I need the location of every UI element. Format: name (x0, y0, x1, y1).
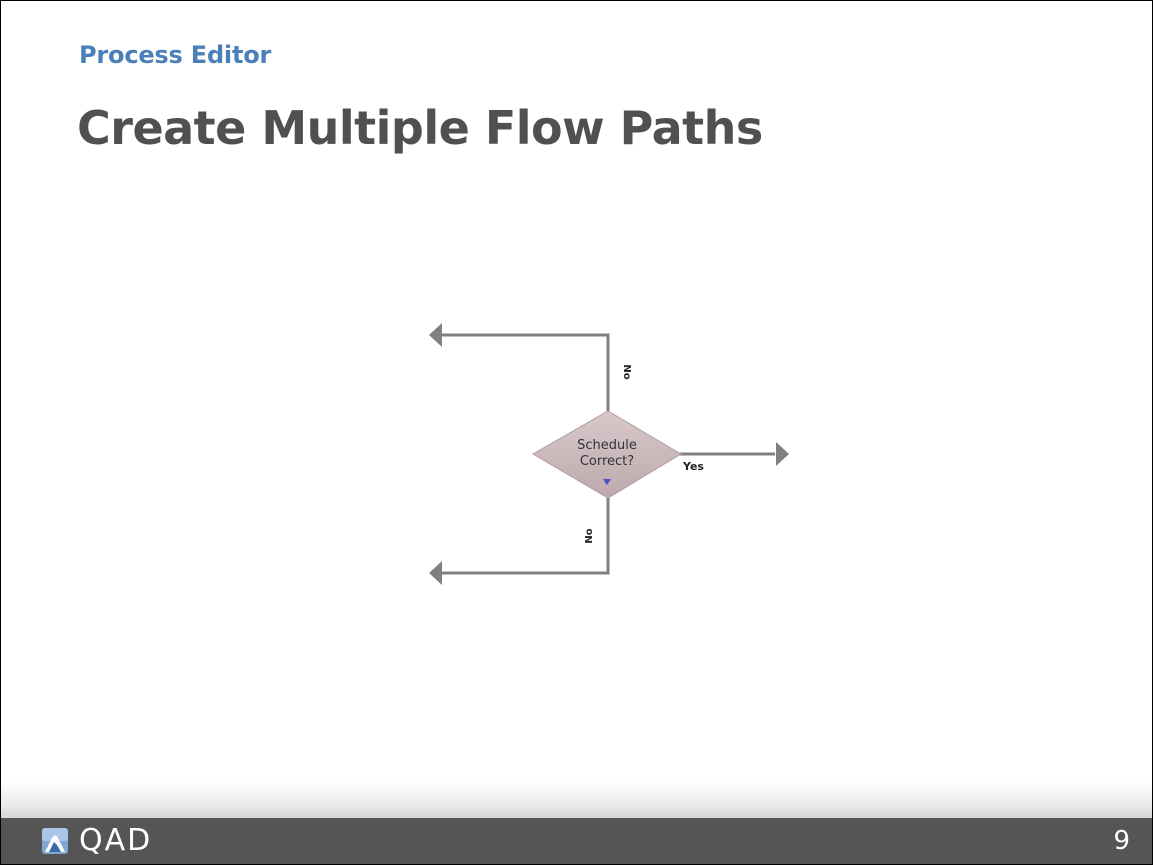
section-label: Process Editor (79, 41, 272, 69)
decision-label-line1: Schedule (577, 438, 637, 453)
top-branch-arrowhead (429, 323, 442, 347)
bottom-branch-label: No (584, 528, 595, 543)
decision-diamond[interactable] (532, 410, 682, 499)
footer-shadow (1, 781, 1152, 818)
bottom-branch-arrowhead (429, 561, 442, 585)
right-branch-arrowhead (776, 442, 789, 466)
top-branch-connector[interactable] (441, 333, 610, 411)
right-branch-label: Yes (682, 460, 704, 473)
qad-logo-icon (42, 828, 68, 854)
decision-dropdown-marker[interactable] (603, 479, 611, 485)
footer-bar: QAD 9 (1, 818, 1152, 864)
page-number: 9 (1113, 826, 1130, 856)
slide-title: Create Multiple Flow Paths (77, 101, 763, 155)
top-branch-label: No (621, 364, 632, 379)
bottom-branch-connector[interactable] (441, 498, 610, 575)
qad-logo: QAD (41, 824, 152, 858)
qad-logo-text: QAD (79, 823, 153, 858)
decision-label-line2: Correct? (580, 454, 634, 469)
